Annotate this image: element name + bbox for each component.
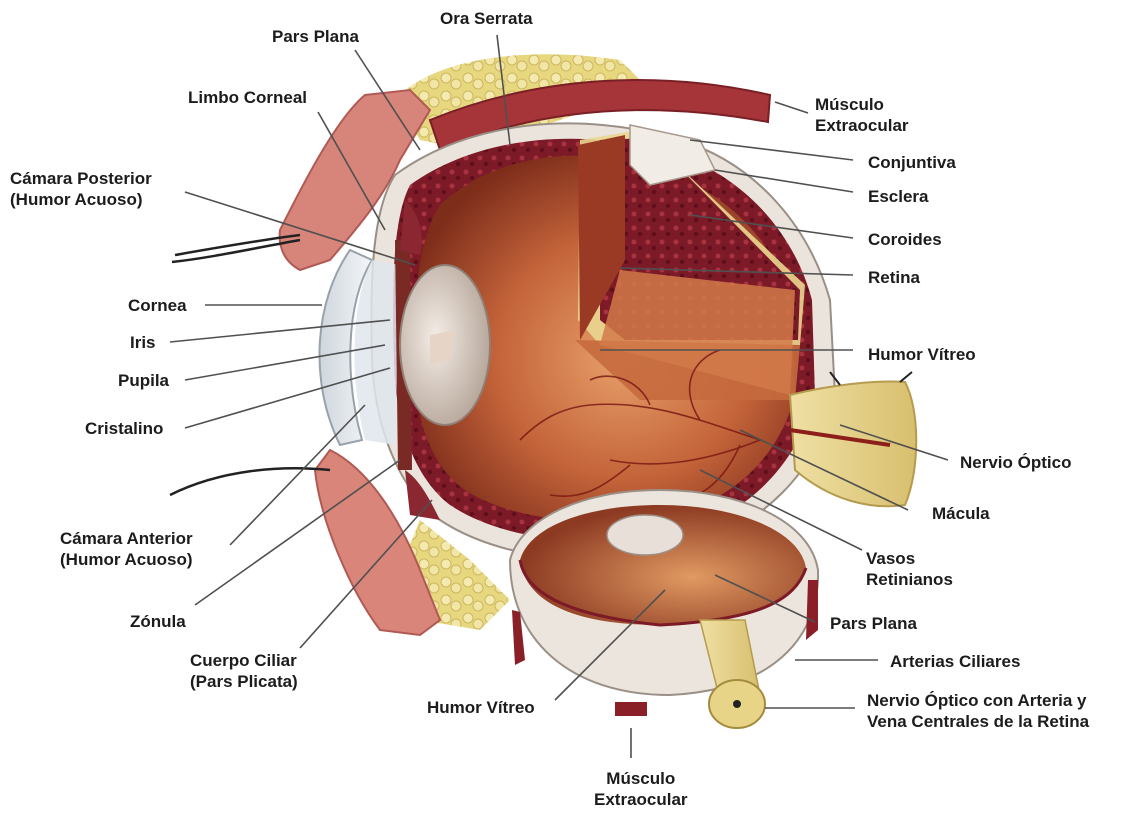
label-pars-plana-bottom: Pars Plana	[830, 613, 917, 634]
label-musculo-extraocular-top-line1: Músculo	[815, 94, 909, 115]
lower-globe-lens	[607, 515, 683, 555]
label-macula: Mácula	[932, 503, 990, 524]
label-cristalino: Cristalino	[85, 418, 163, 439]
label-camara-anterior-line1: Cámara Anterior	[60, 528, 193, 549]
label-cuerpo-ciliar: Cuerpo Ciliar (Pars Plicata)	[190, 650, 298, 692]
anterior-chamber	[355, 260, 400, 445]
label-pars-plana-top: Pars Plana	[272, 26, 359, 47]
label-humor-vitreo-small: Humor Vítreo	[427, 697, 535, 718]
label-camara-posterior: Cámara Posterior (Humor Acuoso)	[10, 168, 152, 210]
label-vasos-retinianos-line2: Retinianos	[866, 569, 953, 590]
label-musculo-extraocular-bottom-line2: Extraocular	[594, 789, 688, 810]
label-nervio-optico-arteria-line2: Vena Centrales de la Retina	[867, 711, 1089, 732]
label-musculo-extraocular-top-line2: Extraocular	[815, 115, 909, 136]
label-coroides: Coroides	[868, 229, 942, 250]
label-cuerpo-ciliar-line1: Cuerpo Ciliar	[190, 650, 298, 671]
label-nervio-optico-arteria-line1: Nervio Óptico con Arteria y	[867, 690, 1089, 711]
lower-eyelashes	[170, 468, 330, 495]
label-vasos-retinianos: Vasos Retinianos	[866, 548, 953, 590]
central-artery-dot	[733, 700, 741, 708]
label-limbo-corneal: Limbo Corneal	[188, 87, 307, 108]
label-camara-posterior-line1: Cámara Posterior	[10, 168, 152, 189]
label-pupila: Pupila	[118, 370, 169, 391]
label-camara-anterior: Cámara Anterior (Humor Acuoso)	[60, 528, 193, 570]
label-esclera: Esclera	[868, 186, 929, 207]
label-nervio-optico: Nervio Óptico	[960, 452, 1071, 473]
label-camara-posterior-line2: (Humor Acuoso)	[10, 189, 152, 210]
label-cornea: Cornea	[128, 295, 187, 316]
label-iris: Iris	[130, 332, 156, 353]
label-arterias-ciliares: Arterias Ciliares	[890, 651, 1020, 672]
label-camara-anterior-line2: (Humor Acuoso)	[60, 549, 193, 570]
label-nervio-optico-arteria: Nervio Óptico con Arteria y Vena Central…	[867, 690, 1089, 732]
label-zonula: Zónula	[130, 611, 186, 632]
leader-musculo-top	[775, 102, 808, 113]
label-musculo-extraocular-bottom: Músculo Extraocular	[594, 768, 688, 810]
label-musculo-extraocular-bottom-line1: Músculo	[594, 768, 688, 789]
label-cuerpo-ciliar-line2: (Pars Plicata)	[190, 671, 298, 692]
label-conjuntiva: Conjuntiva	[868, 152, 956, 173]
label-humor-vitreo-main: Humor Vítreo	[868, 344, 976, 365]
lower-extraocular-muscle-bottom	[615, 702, 647, 716]
label-musculo-extraocular-top: Músculo Extraocular	[815, 94, 909, 136]
lower-extraocular-muscle-side	[806, 580, 818, 640]
label-ora-serrata: Ora Serrata	[440, 8, 533, 29]
label-retina: Retina	[868, 267, 920, 288]
label-vasos-retinianos-line1: Vasos	[866, 548, 953, 569]
